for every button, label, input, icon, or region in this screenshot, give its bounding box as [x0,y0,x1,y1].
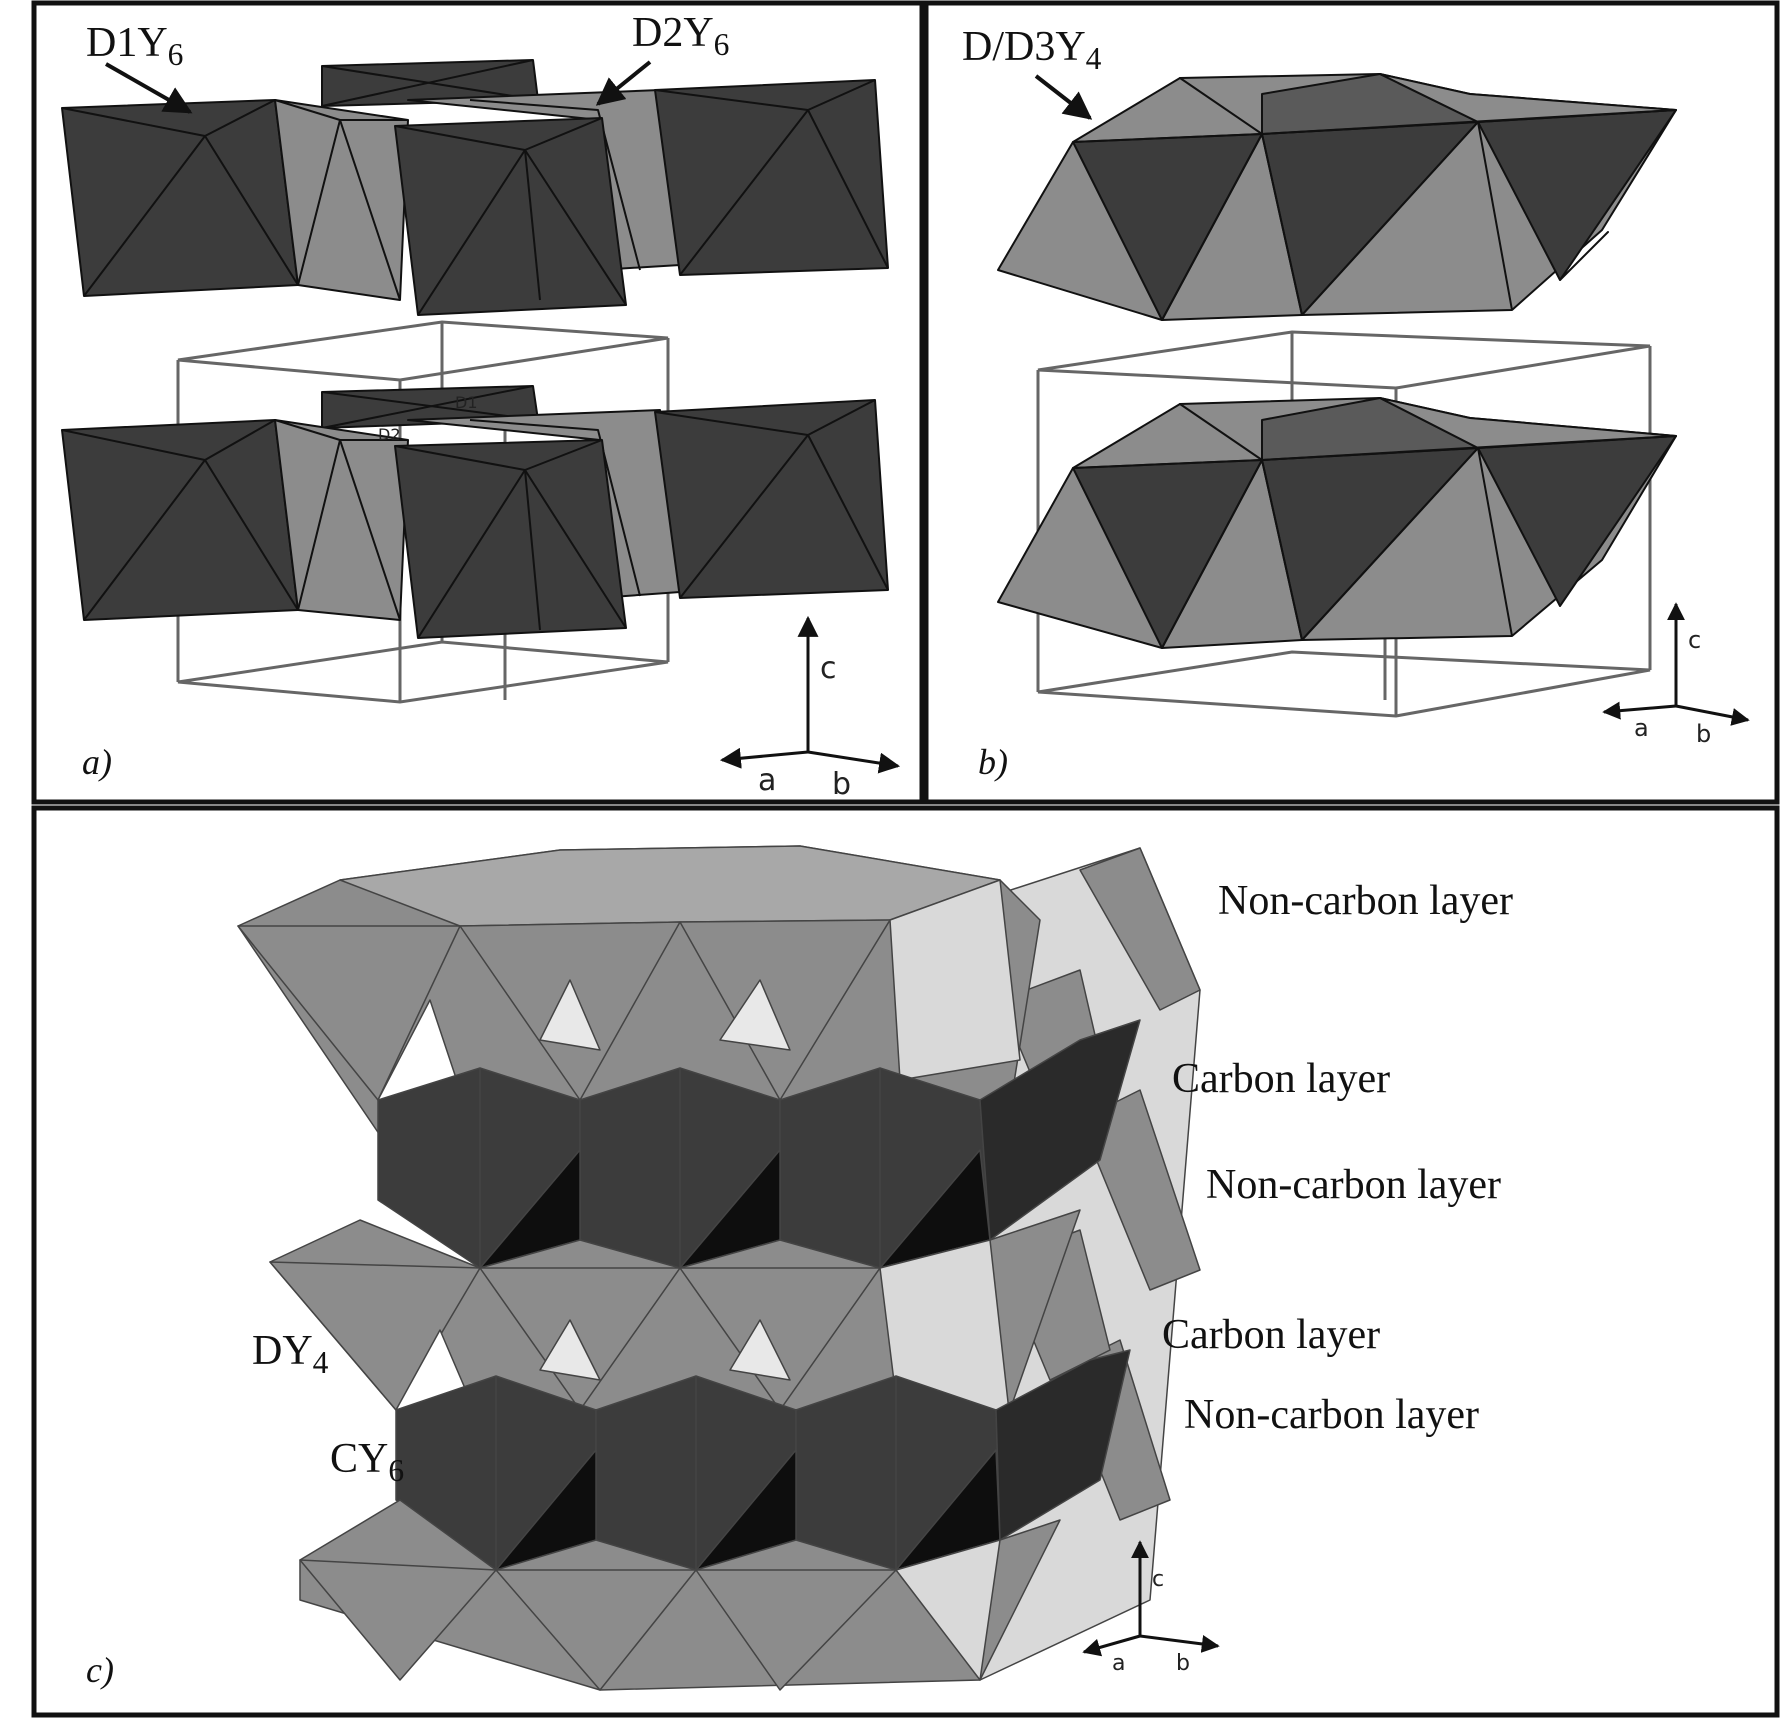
panel-c-labels: Non-carbon layer Carbon layer Non-carbon… [86,878,1513,1690]
panel-a: D1Y6 D2Y6 D1 D2 c a b a) [61,10,901,802]
panel-label-a: a) [82,742,112,782]
annotation-d2y6: D2Y6 [632,10,729,62]
arrow-d1y6 [105,62,193,114]
carbon-layer-lower [395,1349,1131,1571]
polyhedron-label-cy6: CY6 [330,1436,404,1488]
layer-label-1: Non-carbon layer [1218,878,1513,924]
axes-indicator-a [719,615,901,774]
axes-indicator-b [1602,602,1750,726]
axis-label-a-c: a [1112,1651,1125,1676]
axis-label-a-b: a [1634,714,1649,742]
panel-b: D/D3Y4 c a b b) [962,24,1750,782]
site-label-d1: D1 [455,393,478,412]
layer-label-5: Non-carbon layer [1184,1392,1479,1438]
panel-label-c: c) [86,1650,114,1690]
arrow-d2y6 [595,60,652,106]
axis-label-b-a: b [832,767,851,802]
panel-c-frame [31,805,1780,1718]
axis-label-b-c: b [1176,1651,1190,1676]
panel-label-b: b) [978,742,1008,782]
polyhedron-label-dy4: DY4 [252,1328,329,1380]
annotation-d1y6: D1Y6 [86,20,183,72]
octahedra-layer-lower-a [61,385,889,639]
axis-label-b-b: b [1696,720,1711,748]
site-label-d2: D2 [378,425,401,444]
tetrahedra-layer-lower-b [997,397,1677,649]
axis-label-c-c: c [1152,1567,1164,1592]
annotation-dd3y4: D/D3Y4 [962,24,1102,76]
arrow-dd3y4 [1034,74,1093,120]
layer-label-2: Carbon layer [1172,1056,1390,1102]
non-carbon-layer-middle [269,1209,1081,1431]
panel-a-frame [31,0,925,805]
tetrahedra-layer-upper-b [997,73,1677,321]
axes-indicator-c [1082,1540,1220,1657]
octahedra-layer-upper-a [61,59,889,316]
layer-label-3: Non-carbon layer [1206,1162,1501,1208]
axis-label-c-b: c [1688,626,1701,654]
axis-label-c-a: c [820,651,837,686]
axis-label-a-a: a [758,763,776,798]
panel-c [237,845,1201,1691]
panel-b-frame [923,0,1780,805]
layer-label-4: Carbon layer [1162,1312,1380,1358]
non-carbon-layer-bottom [299,1499,1061,1691]
